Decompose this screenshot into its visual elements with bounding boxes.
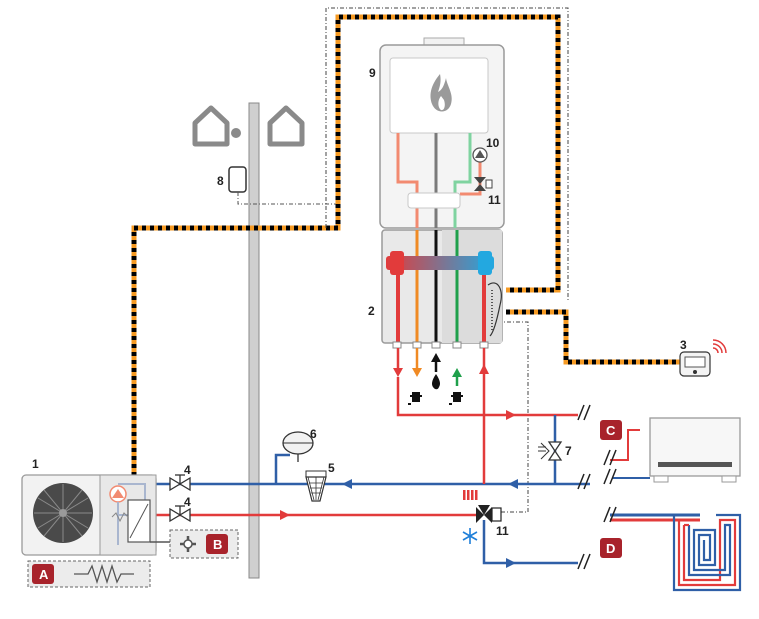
boiler-pump-icon <box>472 147 488 163</box>
callout-4-supply: 4 <box>184 495 191 509</box>
callout-7: 7 <box>565 444 572 458</box>
badge-b: B <box>213 537 222 552</box>
option-b-box: B <box>169 529 239 559</box>
gas-boiler <box>379 37 505 229</box>
badge-c-box <box>600 420 622 440</box>
wall <box>248 102 260 579</box>
heat-pump-circulator-icon <box>109 485 127 503</box>
gas-drop-icon <box>432 374 440 390</box>
badge-a: A <box>39 567 49 582</box>
expansion-vessel <box>282 431 314 462</box>
callout-10: 10 <box>486 136 500 150</box>
hydraulic-module <box>381 229 503 349</box>
snowflake-icon <box>462 528 478 544</box>
hydraulic-manifold <box>386 251 494 275</box>
callout-11-diverter: 11 <box>496 524 509 538</box>
module-outputs <box>393 348 463 405</box>
pipe-breaks <box>577 404 617 570</box>
callout-5: 5 <box>328 461 335 475</box>
callout-11-boiler: 11 <box>488 193 501 207</box>
callout-6: 6 <box>310 427 317 441</box>
badge-c: C <box>606 423 616 438</box>
radiator-symbol-icon <box>463 490 478 500</box>
callout-8: 8 <box>217 174 224 188</box>
fan-icon <box>33 483 93 543</box>
outdoor-sensor <box>228 166 247 193</box>
flame-icon <box>430 74 452 112</box>
stop-valve-return <box>169 474 191 492</box>
control-cables <box>131 7 680 513</box>
badge-d: D <box>606 541 615 556</box>
room-controller <box>679 339 727 377</box>
wifi-icon <box>712 339 727 354</box>
diverter-valve <box>476 505 502 523</box>
indoor-house-icon <box>267 105 305 147</box>
hot-water-tap-icon <box>408 392 422 405</box>
callout-1: 1 <box>32 457 39 471</box>
underfloor-heating-loop <box>672 513 742 592</box>
bypass-valve <box>538 441 563 461</box>
boiler-diverter-valve-icon <box>474 177 493 191</box>
fan-coil-unit <box>649 417 741 483</box>
option-a-box: A <box>27 560 151 588</box>
outdoor-house-icon <box>192 105 241 147</box>
cold-water-tap-icon <box>449 392 463 405</box>
callout-9: 9 <box>369 66 376 80</box>
callout-2: 2 <box>368 304 375 318</box>
callout-3: 3 <box>680 338 687 352</box>
callout-4-return: 4 <box>184 463 191 477</box>
filter-strainer <box>305 470 327 502</box>
heat-pump-outdoor-unit <box>21 474 178 556</box>
badge-d-box <box>600 538 622 558</box>
stop-valve-supply <box>169 505 191 523</box>
